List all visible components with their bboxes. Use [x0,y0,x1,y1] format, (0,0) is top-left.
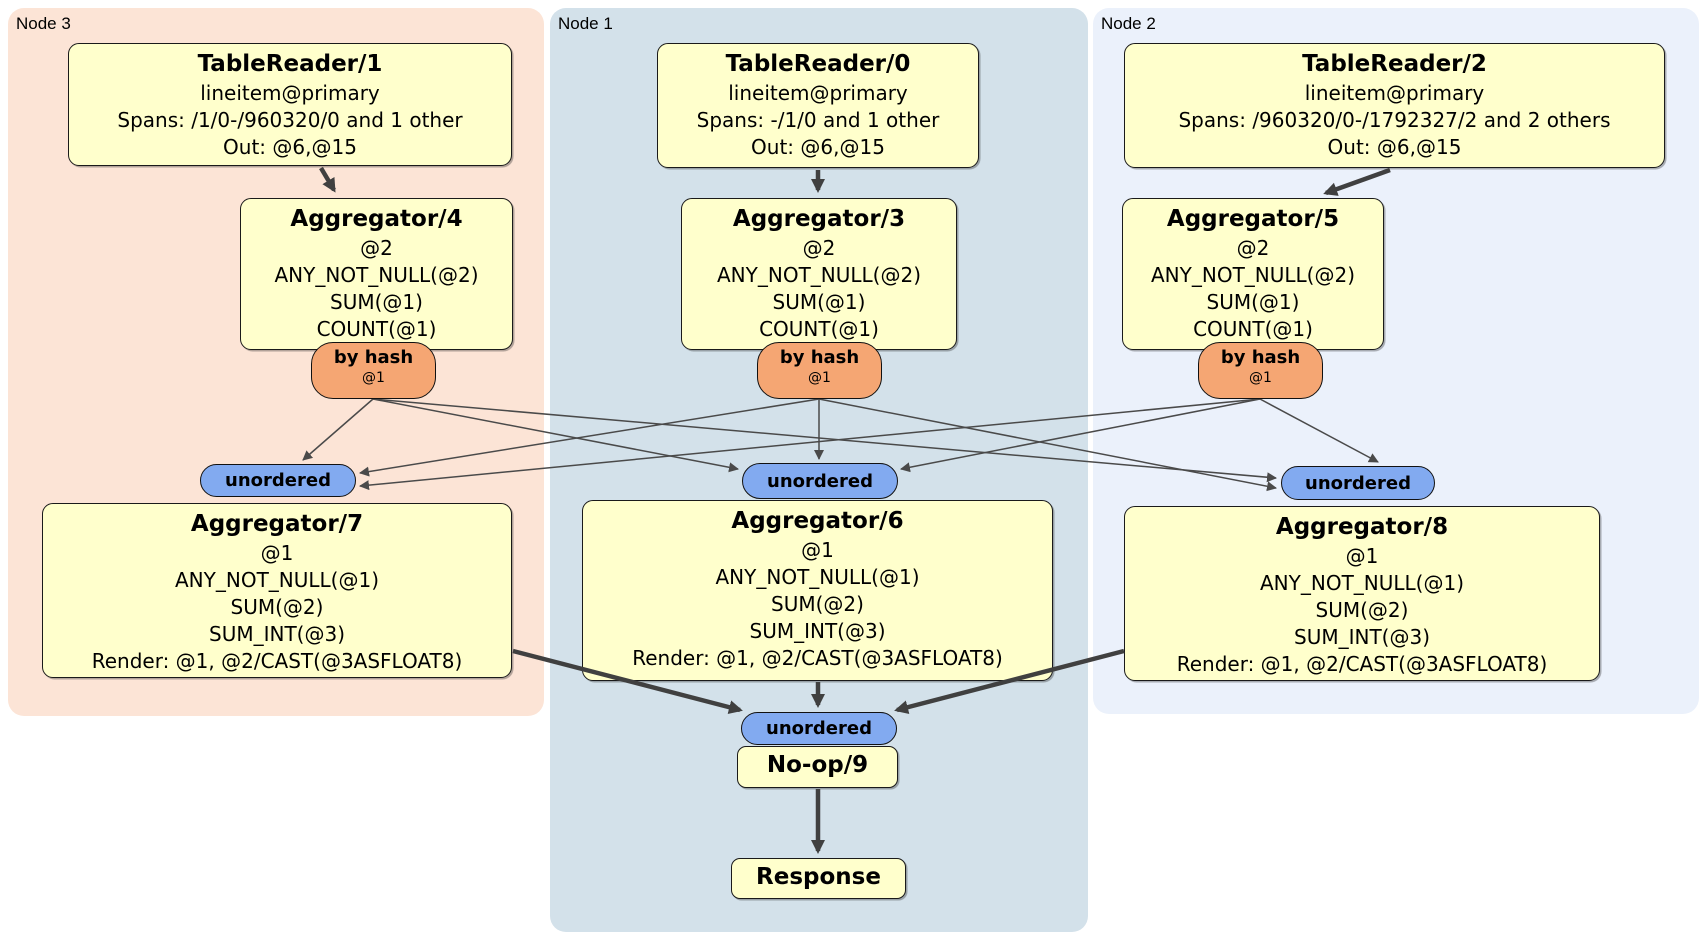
node3-label: Node 3 [16,14,71,33]
processor-title: No-op/9 [766,752,869,778]
processor-agg-fn: SUM_INT(@3) [209,622,345,646]
router-hash-columns: @1 [362,370,385,386]
stream-unordered-node3: unordered [200,464,356,497]
node1-label: Node 1 [558,14,613,33]
processor-title: TableReader/1 [197,51,383,77]
processor-spans: Spans: /960320/0-/1792327/2 and 2 others [1178,108,1611,132]
processor-title: TableReader/2 [1302,51,1487,77]
stream-unordered-final: unordered [741,712,897,745]
stream-unordered-node2: unordered [1281,466,1435,500]
stream-label: unordered [225,470,331,491]
processor-index: lineitem@primary [200,81,380,105]
processor-agg-fn: COUNT(@1) [759,317,879,341]
processor-title: Aggregator/5 [1166,206,1340,232]
processor-title: Aggregator/6 [731,508,904,534]
router-by-hash-node3: by hash @1 [311,342,436,399]
node2-label: Node 2 [1101,14,1156,33]
processor-title: Aggregator/3 [732,206,906,232]
processor-agg-fn: ANY_NOT_NULL(@1) [715,565,920,589]
router-label: by hash [1220,347,1301,368]
processor-agg-fn: ANY_NOT_NULL(@2) [274,263,479,287]
processor-title: Aggregator/7 [190,511,364,537]
processor-out: Out: @6,@15 [1327,135,1462,159]
processor-render: Render: @1, @2/CAST(@3ASFLOAT8) [91,649,463,673]
router-hash-columns: @1 [1249,370,1272,386]
processor-out: Out: @6,@15 [223,135,357,159]
processor-agg-fn: SUM(@1) [772,290,866,314]
processor-spans: Spans: /1/0-/960320/0 and 1 other [117,108,463,132]
processor-title: Aggregator/8 [1275,514,1449,540]
stream-label: unordered [767,470,873,492]
processor-group-cols: @2 [1236,236,1270,260]
processor-aggregator-5: Aggregator/5 @2 ANY_NOT_NULL(@2) SUM(@1)… [1122,198,1384,350]
processor-index: lineitem@primary [728,81,908,105]
processor-title: Aggregator/4 [290,206,463,232]
stream-unordered-node1: unordered [742,463,898,499]
processor-noop-9: No-op/9 [737,746,898,788]
processor-agg-fn: ANY_NOT_NULL(@1) [175,568,379,592]
processor-title: TableReader/0 [725,51,911,77]
router-label: by hash [779,347,860,368]
processor-group-cols: @1 [801,538,834,562]
router-by-hash-node1: by hash @1 [757,342,882,399]
processor-agg-fn: SUM_INT(@3) [749,619,886,643]
processor-agg-fn: SUM(@2) [230,595,324,619]
processor-agg-fn: ANY_NOT_NULL(@1) [1260,571,1464,595]
processor-agg-fn: COUNT(@1) [1193,317,1313,341]
response-box: Response [731,858,906,899]
stream-label: unordered [1305,472,1411,494]
router-hash-columns: @1 [808,370,831,386]
processor-agg-fn: SUM(@2) [771,592,864,616]
processor-render: Render: @1, @2/CAST(@3ASFLOAT8) [632,646,1003,670]
processor-agg-fn: ANY_NOT_NULL(@2) [717,263,921,287]
processor-spans: Spans: -/1/0 and 1 other [696,108,940,132]
processor-aggregator-4: Aggregator/4 @2 ANY_NOT_NULL(@2) SUM(@1)… [240,198,513,350]
processor-render: Render: @1, @2/CAST(@3ASFLOAT8) [1176,652,1548,676]
processor-group-cols: @2 [802,236,836,260]
processor-out: Out: @6,@15 [751,135,885,159]
router-by-hash-node2: by hash @1 [1198,342,1323,399]
processor-agg-fn: COUNT(@1) [316,317,437,341]
processor-group-cols: @1 [1345,544,1379,568]
processor-agg-fn: ANY_NOT_NULL(@2) [1151,263,1355,287]
processor-agg-fn: SUM(@2) [1315,598,1409,622]
processor-agg-fn: SUM_INT(@3) [1294,625,1430,649]
processor-tablereader-1: TableReader/1 lineitem@primary Spans: /1… [68,43,512,166]
processor-index: lineitem@primary [1304,81,1485,105]
processor-agg-fn: SUM(@1) [330,290,423,314]
processor-tablereader-0: TableReader/0 lineitem@primary Spans: -/… [657,43,979,168]
processor-group-cols: @2 [360,236,393,260]
processor-group-cols: @1 [260,541,294,565]
router-label: by hash [333,347,414,368]
stream-label: unordered [766,718,872,739]
processor-aggregator-7: Aggregator/7 @1 ANY_NOT_NULL(@1) SUM(@2)… [42,503,512,678]
processor-tablereader-2: TableReader/2 lineitem@primary Spans: /9… [1124,43,1665,168]
processor-title: Response [756,864,881,890]
processor-agg-fn: SUM(@1) [1206,290,1300,314]
processor-aggregator-8: Aggregator/8 @1 ANY_NOT_NULL(@1) SUM(@2)… [1124,506,1600,681]
processor-aggregator-3: Aggregator/3 @2 ANY_NOT_NULL(@2) SUM(@1)… [681,198,957,350]
processor-aggregator-6: Aggregator/6 @1 ANY_NOT_NULL(@1) SUM(@2)… [582,500,1053,681]
